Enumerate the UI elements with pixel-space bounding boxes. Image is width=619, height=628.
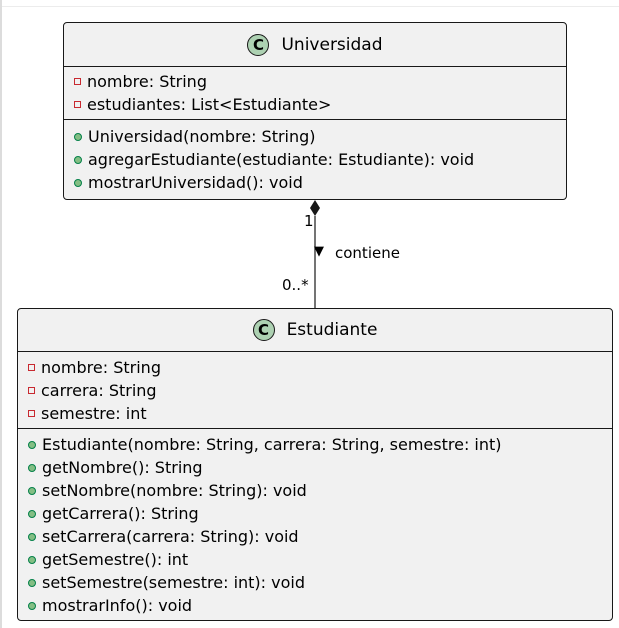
public-visibility-icon xyxy=(28,532,36,541)
public-visibility-icon xyxy=(28,509,36,518)
method-text: mostrarInfo(): void xyxy=(42,596,193,615)
method-row: getSemestre(): int xyxy=(18,548,612,571)
method-text: setSemestre(semestre: int): void xyxy=(42,573,306,592)
method-row: mostrarInfo(): void xyxy=(18,594,612,617)
public-visibility-icon xyxy=(74,155,82,164)
method-row: getNombre(): String xyxy=(18,456,612,479)
class-name: Estudiante xyxy=(286,320,378,340)
method-text: mostrarUniversidad(): void xyxy=(88,173,303,192)
public-visibility-icon xyxy=(28,440,36,449)
method-row: Universidad(nombre: String) xyxy=(64,125,566,148)
public-visibility-icon xyxy=(74,178,82,187)
attribute-text: carrera: String xyxy=(41,381,157,400)
method-text: Estudiante(nombre: String, carrera: Stri… xyxy=(42,435,502,454)
public-visibility-icon xyxy=(28,555,36,564)
method-text: setNombre(nombre: String): void xyxy=(42,481,307,500)
target-multiplicity: 0..* xyxy=(282,276,309,294)
private-visibility-icon xyxy=(74,78,81,85)
methods-section: Universidad(nombre: String) agregarEstud… xyxy=(64,120,566,196)
class-header: C Universidad xyxy=(64,23,566,67)
public-visibility-icon xyxy=(28,463,36,472)
class-estudiante[interactable]: C Estudiante nombre: String carrera: Str… xyxy=(17,308,613,621)
method-text: getCarrera(): String xyxy=(42,504,199,523)
private-visibility-icon xyxy=(28,387,35,394)
attribute-text: semestre: int xyxy=(41,404,147,423)
private-visibility-icon xyxy=(28,364,35,371)
attributes-section: nombre: String carrera: String semestre:… xyxy=(18,352,612,429)
class-universidad[interactable]: C Universidad nombre: String estudiantes… xyxy=(63,22,567,200)
method-text: Universidad(nombre: String) xyxy=(88,127,316,146)
public-visibility-icon xyxy=(28,601,36,610)
attribute-row: nombre: String xyxy=(18,356,612,379)
class-name: Universidad xyxy=(281,34,383,55)
attribute-text: estudiantes: List<Estudiante> xyxy=(87,95,332,114)
attributes-section: nombre: String estudiantes: List<Estudia… xyxy=(64,67,566,120)
attribute-row: estudiantes: List<Estudiante> xyxy=(64,93,566,116)
public-visibility-icon xyxy=(74,132,82,141)
class-header: C Estudiante xyxy=(18,309,612,352)
private-visibility-icon xyxy=(74,101,81,108)
method-row: setCarrera(carrera: String): void xyxy=(18,525,612,548)
method-row: Estudiante(nombre: String, carrera: Stri… xyxy=(18,433,612,456)
attribute-text: nombre: String xyxy=(87,72,207,91)
method-row: getCarrera(): String xyxy=(18,502,612,525)
method-row: setNombre(nombre: String): void xyxy=(18,479,612,502)
class-c-icon: C xyxy=(247,33,270,56)
source-multiplicity: 1 xyxy=(304,212,314,230)
public-visibility-icon xyxy=(28,486,36,495)
method-text: setCarrera(carrera: String): void xyxy=(42,527,299,546)
attribute-row: carrera: String xyxy=(18,379,612,402)
method-row: setSemestre(semestre: int): void xyxy=(18,571,612,594)
relationship-direction-icon: ▼ xyxy=(314,244,324,259)
method-row: agregarEstudiante(estudiante: Estudiante… xyxy=(64,148,566,171)
public-visibility-icon xyxy=(28,578,36,587)
method-text: getNombre(): String xyxy=(42,458,203,477)
method-text: agregarEstudiante(estudiante: Estudiante… xyxy=(88,150,475,169)
attribute-row: semestre: int xyxy=(18,402,612,425)
composition-diamond-icon xyxy=(310,200,320,216)
methods-section: Estudiante(nombre: String, carrera: Stri… xyxy=(18,429,612,619)
top-border xyxy=(0,0,619,7)
class-c-icon: C xyxy=(252,319,275,341)
left-border xyxy=(0,0,2,628)
method-row: mostrarUniversidad(): void xyxy=(64,171,566,194)
method-text: getSemestre(): int xyxy=(42,550,189,569)
private-visibility-icon xyxy=(28,410,35,417)
attribute-text: nombre: String xyxy=(41,358,161,377)
attribute-row: nombre: String xyxy=(64,70,566,93)
relationship-label: contiene xyxy=(335,244,400,262)
